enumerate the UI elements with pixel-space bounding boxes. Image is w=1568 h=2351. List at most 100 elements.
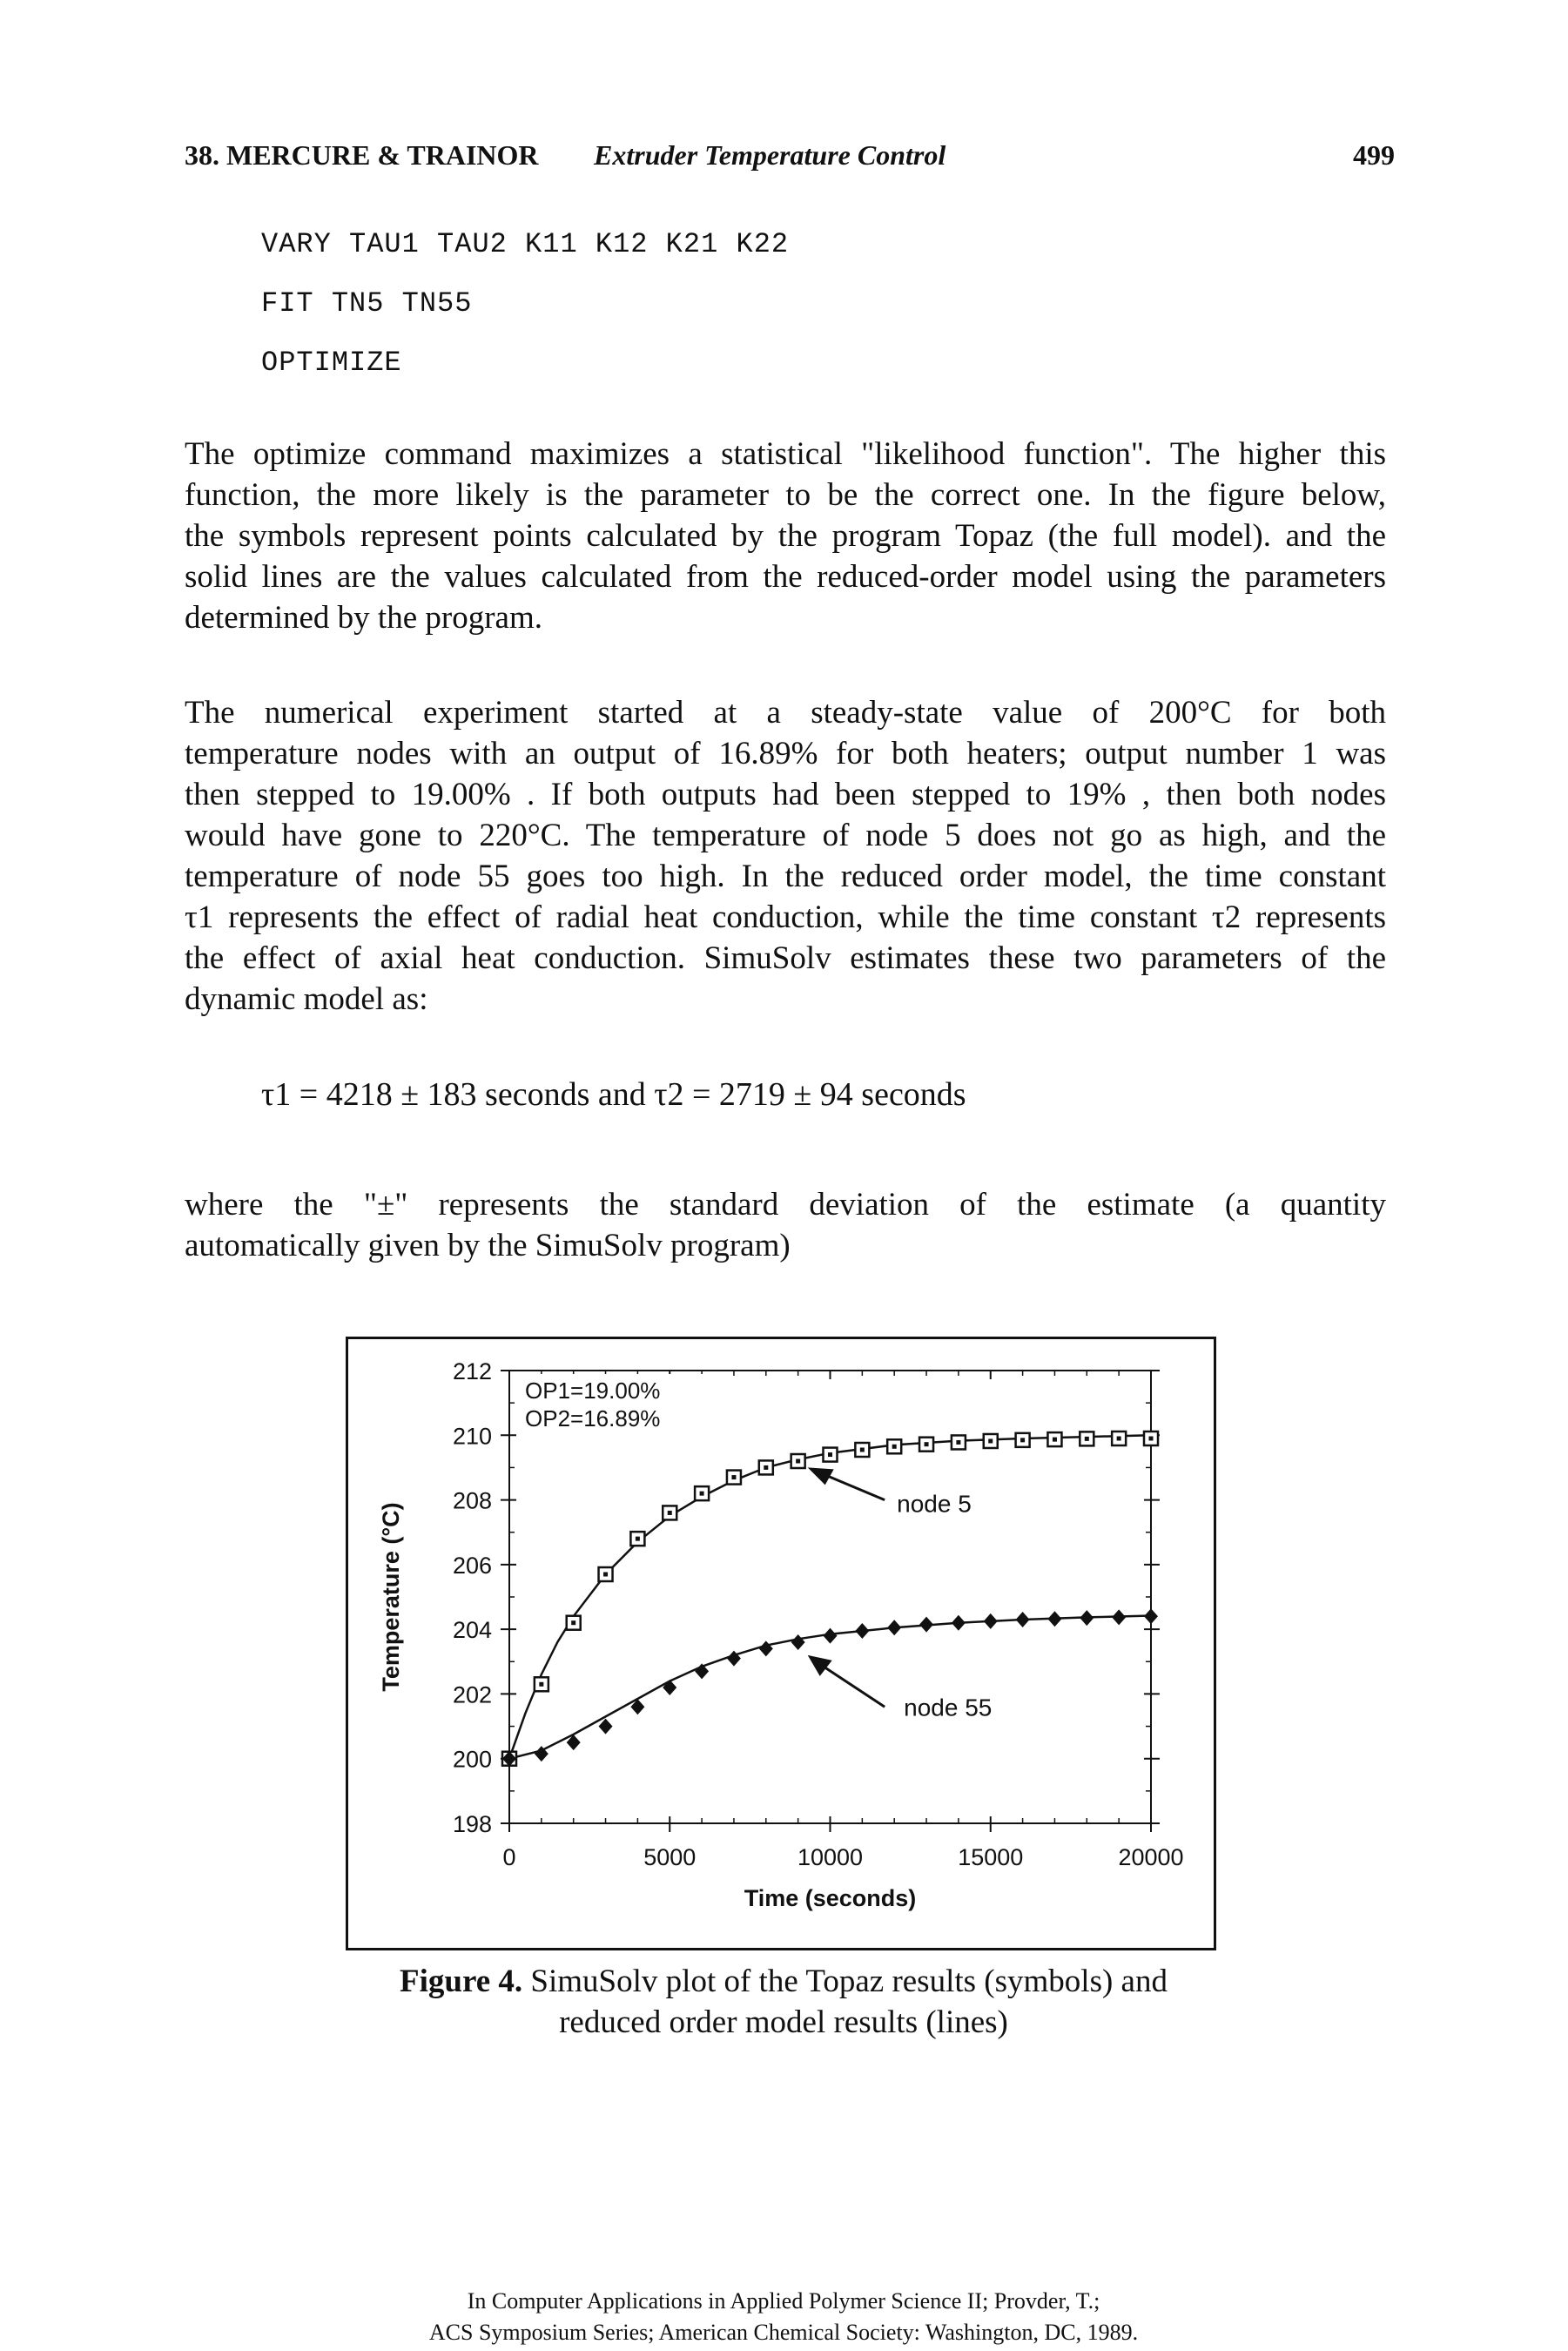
node5-point-center: [988, 1438, 993, 1444]
model-line: [508, 1434, 1152, 1760]
citation-footer: In Computer Applications in Applied Poly…: [261, 2286, 1306, 2348]
y-tick-label: 204: [453, 1617, 492, 1643]
paragraph-experiment: The numerical experiment started at a st…: [185, 692, 1386, 1020]
node55-point: [919, 1616, 934, 1633]
node5-point-center: [1020, 1438, 1026, 1443]
node55-label: node 55: [904, 1694, 992, 1721]
node5-point-center: [667, 1510, 672, 1515]
x-axis-title: Time (seconds): [744, 1885, 917, 1911]
y-tick-label: 212: [453, 1358, 492, 1384]
node55-point: [663, 1680, 677, 1695]
node55-point: [598, 1718, 613, 1735]
paragraph-line: would have gone to 220°C. The temperatur…: [185, 818, 1386, 853]
node55-point: [1080, 1610, 1094, 1627]
node55-point: [1047, 1611, 1062, 1627]
code-line-optimize: OPTIMIZE: [261, 347, 402, 379]
node5-point-center: [699, 1491, 704, 1496]
node55-point: [726, 1650, 741, 1667]
node5-point-center: [1148, 1436, 1154, 1441]
node55-point: [1112, 1609, 1127, 1626]
node5-point-center: [859, 1447, 865, 1452]
node5-point-center: [796, 1458, 801, 1464]
op2-label: OP2=16.89%: [525, 1405, 660, 1431]
node55-point: [855, 1623, 870, 1639]
node55-point: [951, 1614, 966, 1631]
code-line-vary: VARY TAU1 TAU2 K11 K12 K21 K22: [261, 228, 790, 260]
y-tick-label: 208: [453, 1488, 492, 1514]
node55-point: [502, 1750, 516, 1767]
y-tick-label: 210: [453, 1423, 492, 1449]
node5-point-center: [731, 1475, 737, 1480]
paragraph-line: determined by the program.: [185, 600, 542, 636]
chapter-title: Extruder Temperature Control: [594, 139, 946, 171]
y-tick-label: 206: [453, 1553, 492, 1579]
figure-caption: Figure 4. SimuSolv plot of the Topaz res…: [331, 1961, 1236, 2043]
node55-arrowhead: [807, 1654, 832, 1676]
x-tick-label: 5000: [643, 1844, 696, 1870]
node55-point: [1015, 1612, 1030, 1627]
node55-point: [1144, 1608, 1158, 1625]
paragraph-line: the symbols represent points calculated …: [185, 518, 1386, 554]
chapter-heading: 38. MERCURE & TRAINOR: [185, 139, 539, 171]
node5-point-center: [924, 1442, 929, 1447]
paragraph-line: function, the more likely is the paramet…: [185, 477, 1386, 513]
page-number: 499: [1353, 139, 1395, 171]
footer-line: ACS Symposium Series; American Chemical …: [428, 2320, 1139, 2345]
node55-arrow-shaft: [817, 1661, 885, 1708]
paragraph-optimize: The optimize command maximizes a statist…: [185, 434, 1386, 638]
node5-point-center: [828, 1452, 832, 1458]
node55-point: [566, 1735, 581, 1751]
node55-point: [534, 1746, 548, 1762]
paragraph-line: automatically given by the SimuSolv prog…: [185, 1228, 791, 1263]
paragraph-line: solid lines are the values calculated fr…: [185, 559, 1386, 595]
x-tick-label: 0: [502, 1844, 515, 1870]
y-tick-label: 200: [453, 1747, 492, 1773]
chart-markers: [501, 1430, 1160, 1767]
node55-point: [983, 1613, 998, 1629]
y-axis-title: Temperature (°C): [378, 1502, 404, 1691]
chart-annotations: OP1=19.00%OP2=16.89% node 5 node 55: [516, 1374, 992, 1721]
figure-label: Figure 4.: [400, 1964, 523, 1999]
paragraph-line: The numerical experiment started at a st…: [185, 695, 1386, 731]
node5-point-center: [956, 1439, 961, 1445]
node5-point-center: [764, 1465, 769, 1470]
node55-point: [887, 1620, 902, 1636]
time-constant-equation: τ1 = 4218 ± 183 seconds and τ2 = 2719 ± …: [261, 1076, 966, 1113]
node5-point-center: [1052, 1437, 1057, 1442]
footer-line: In Computer Applications in Applied Poly…: [467, 2288, 1100, 2314]
paragraph-line: The optimize command maximizes a statist…: [185, 436, 1386, 472]
node5-point-center: [1116, 1436, 1121, 1441]
paragraph-deviation: where the "±" represents the standard de…: [185, 1184, 1386, 1266]
node5-point-center: [571, 1620, 576, 1626]
paragraph-line: dynamic model as:: [185, 981, 428, 1017]
node5-label: node 5: [897, 1491, 972, 1518]
node5-point-center: [892, 1444, 897, 1449]
paragraph-line: where the "±" represents the standard de…: [185, 1187, 1386, 1223]
x-tick-label: 15000: [958, 1844, 1023, 1870]
running-head: 38. MERCURE & TRAINOR Extruder Temperatu…: [185, 139, 1395, 183]
caption-text-1: SimuSolv plot of the Topaz results (symb…: [522, 1964, 1168, 1999]
node55-point: [695, 1663, 710, 1680]
op-legend-box: [516, 1374, 715, 1433]
node5-arrowhead: [807, 1467, 834, 1485]
x-tick-label: 20000: [1118, 1844, 1183, 1870]
paragraph-line: then stepped to 19.00% . If both outputs…: [185, 777, 1386, 812]
x-tick-label: 10000: [797, 1844, 863, 1870]
node5-point-center: [603, 1572, 609, 1577]
node55-point: [823, 1627, 838, 1644]
node55-point: [758, 1640, 773, 1657]
y-tick-label: 202: [453, 1681, 492, 1708]
op1-label: OP1=19.00%: [525, 1378, 660, 1404]
paragraph-line: temperature of node 55 goes too high. In…: [185, 859, 1386, 894]
paragraph-line: temperature nodes with an output of 16.8…: [185, 736, 1386, 771]
caption-text-2: reduced order model results (lines): [559, 2004, 1008, 2040]
node55-point: [630, 1699, 645, 1715]
node55-point: [791, 1634, 805, 1650]
code-line-fit: FIT TN5 TN55: [261, 287, 473, 320]
node5-point-center: [539, 1681, 544, 1687]
node5-point-center: [1084, 1436, 1089, 1441]
node5-arrow-shaft: [819, 1472, 885, 1501]
